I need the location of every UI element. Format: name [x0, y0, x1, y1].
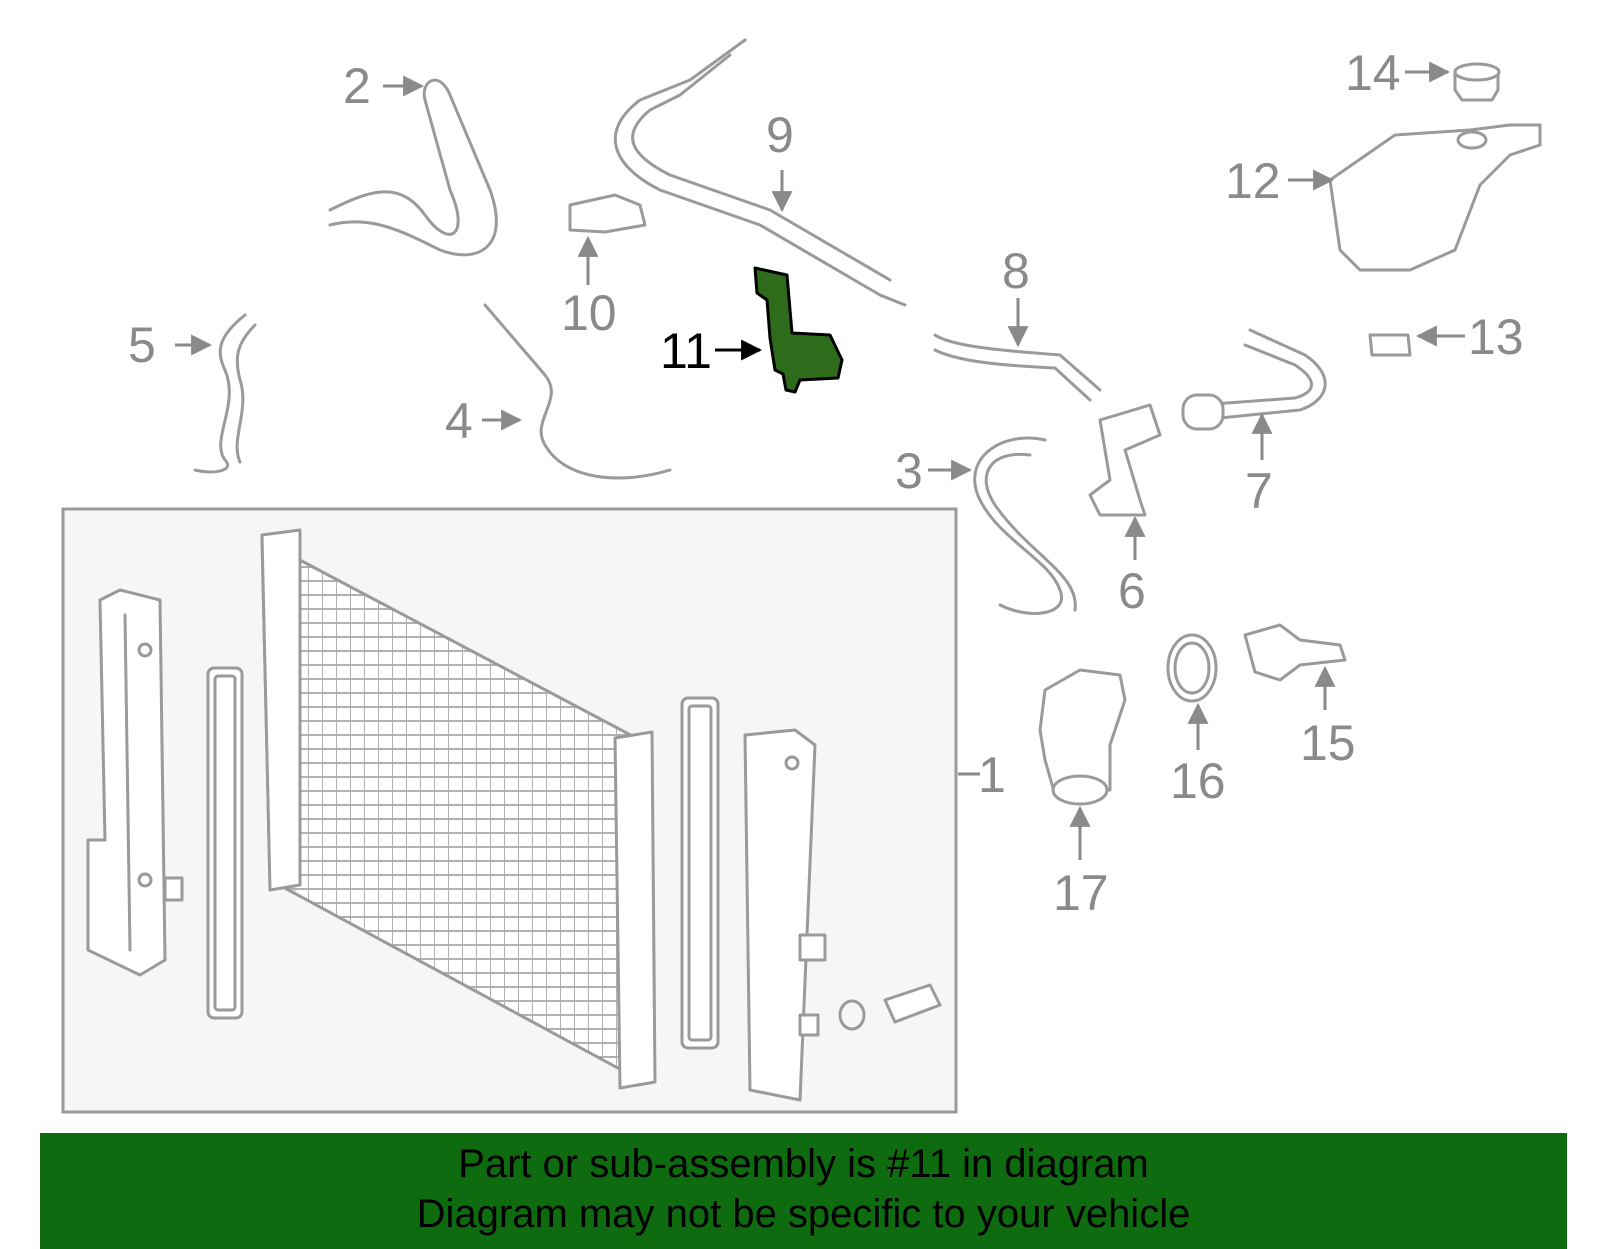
hose-9 [613, 38, 907, 307]
callout-15: 15 [1300, 715, 1356, 771]
bracket-10 [568, 193, 647, 234]
grommet-13 [1368, 333, 1412, 357]
callout-14: 14 [1345, 45, 1401, 101]
callout-11: 11 [660, 323, 712, 379]
hose-7 [1198, 328, 1327, 422]
hose-4 [483, 303, 672, 480]
callout-16: 16 [1170, 753, 1226, 809]
gasket-16 [1166, 633, 1218, 703]
callout-5: 5 [128, 317, 156, 373]
callout-4: 4 [445, 393, 473, 449]
callout-13: 13 [1468, 309, 1524, 365]
info-banner: Part or sub-assembly is #11 in diagram D… [40, 1133, 1567, 1249]
hose-2 [328, 78, 498, 257]
thermostat-15 [1243, 623, 1347, 682]
callout-17: 17 [1053, 865, 1109, 921]
callout-3: 3 [895, 443, 923, 499]
callout-9: 9 [766, 107, 794, 163]
bracket-11-highlighted [753, 266, 844, 394]
callout-7: 7 [1245, 463, 1273, 519]
reservoir-12 [1328, 123, 1542, 272]
callout-1: 1 [978, 747, 1006, 803]
hose-3 [973, 436, 1077, 615]
callout-6: 6 [1118, 563, 1146, 619]
callout-12: 12 [1225, 153, 1281, 209]
pipe-6 [1088, 403, 1162, 517]
hose-5 [193, 313, 257, 474]
radiator-assembly [61, 507, 958, 1114]
callout-10: 10 [561, 285, 617, 341]
inlet-17 [1038, 668, 1127, 797]
callout-2: 2 [343, 58, 371, 114]
hose-8 [933, 333, 1102, 402]
banner-line-1: Part or sub-assembly is #11 in diagram [458, 1142, 1149, 1186]
callout-8: 8 [1002, 243, 1030, 299]
banner-line-2: Diagram may not be specific to your vehi… [416, 1192, 1191, 1236]
